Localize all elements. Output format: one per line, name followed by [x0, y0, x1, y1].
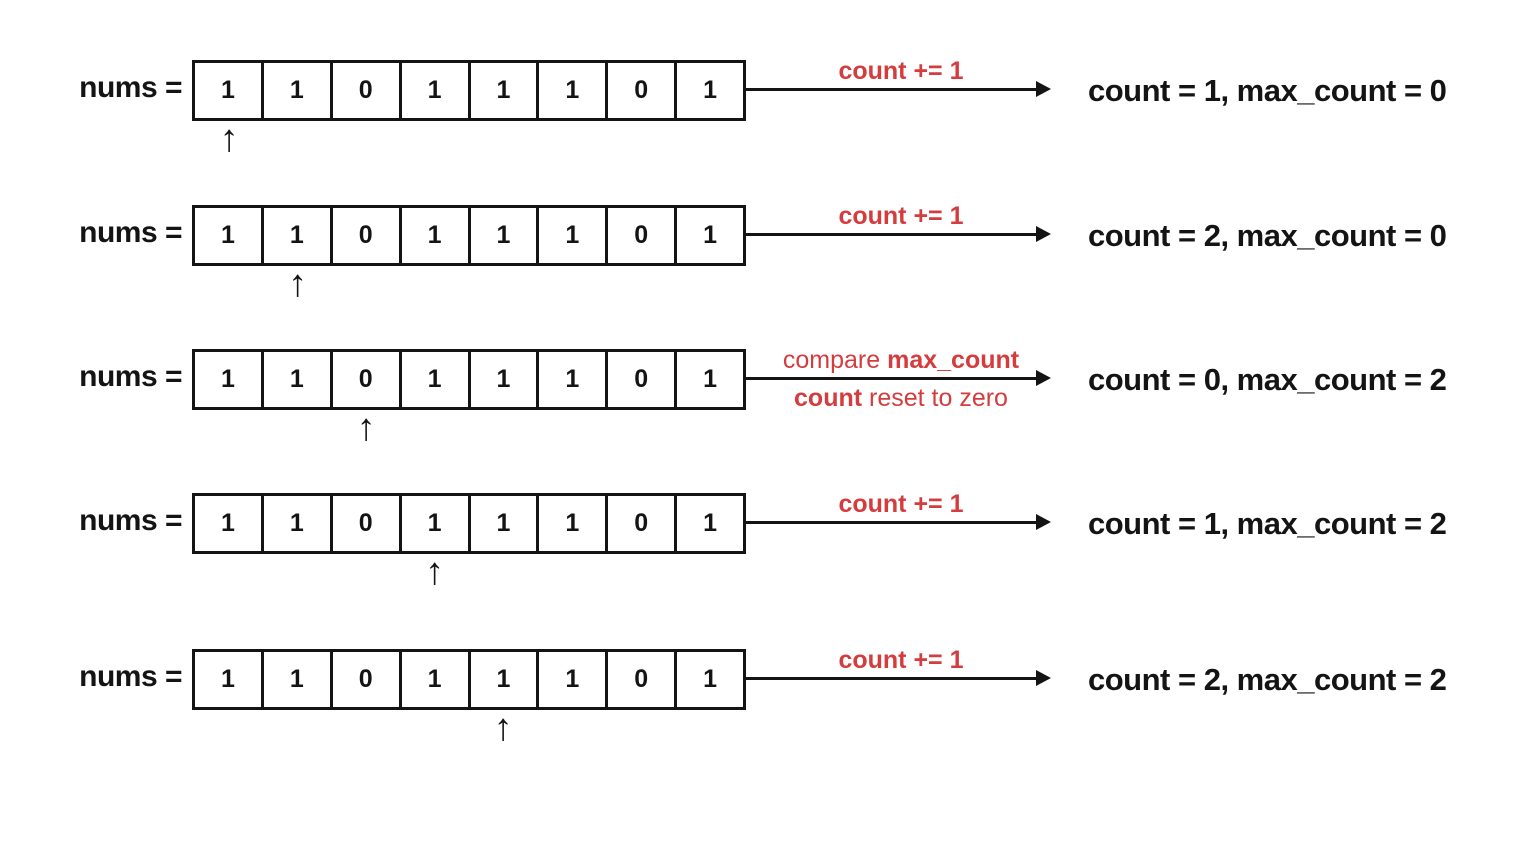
pointer-up-icon: ↑: [425, 551, 445, 593]
transition-arrow: count += 1: [746, 201, 1066, 266]
state-result: count = 1, max_count = 2: [1088, 506, 1447, 541]
array-cell: 1: [220, 665, 235, 693]
array-cell: 0: [329, 352, 399, 407]
arrow-head-icon: [1036, 226, 1051, 242]
pointer-up-icon: ↑: [288, 263, 308, 305]
array-cell: 1: [536, 208, 605, 263]
nums-label: nums =: [79, 660, 182, 693]
transition-arrow: count += 1: [746, 645, 1066, 710]
arrow-line: [746, 377, 1046, 380]
array-cell: 1: [398, 208, 468, 263]
array-cell: 0: [329, 63, 399, 118]
array-cell: 1: [536, 63, 605, 118]
array-cell: 0: [605, 208, 674, 263]
annotation-above: count += 1: [838, 645, 964, 674]
state-result: count = 2, max_count = 0: [1088, 218, 1447, 253]
nums-label: nums =: [79, 216, 182, 249]
array-cell: 1: [260, 352, 330, 407]
array-cell: 0: [605, 496, 674, 551]
array-cell: 0: [605, 63, 674, 118]
arrow-line: [746, 677, 1046, 680]
transition-arrow: count += 1: [746, 56, 1066, 121]
state-result: count = 0, max_count = 2: [1088, 362, 1447, 397]
transition-arrow: count += 1: [746, 489, 1066, 554]
pointer-up-icon: ↑: [493, 707, 513, 749]
array-cell: 1: [467, 352, 537, 407]
array-cell: 0: [329, 496, 399, 551]
array-cell: 1: [220, 509, 235, 537]
array-cell: 1: [674, 63, 743, 118]
array-cell: 1: [467, 496, 537, 551]
array-cell: 1: [674, 208, 743, 263]
array-cell: 1: [536, 652, 605, 707]
transition-arrow: compare max_count count reset to zero: [746, 345, 1066, 412]
array-cell: 0: [329, 208, 399, 263]
array-cell: 1: [674, 496, 743, 551]
pointer-up-icon: ↑: [219, 118, 239, 160]
annotation-above: count += 1: [838, 201, 964, 230]
array-cell: 1: [398, 652, 468, 707]
arrow-head-icon: [1036, 514, 1051, 530]
array-cell: 0: [605, 352, 674, 407]
array-cell: 0: [329, 652, 399, 707]
pointer-up-icon: ↑: [356, 407, 376, 449]
array-cell: 1: [260, 652, 330, 707]
annotation-above: count += 1: [838, 489, 964, 518]
array-cell: 1: [674, 352, 743, 407]
array-cell: 1: [536, 352, 605, 407]
array-cell: 1: [220, 221, 235, 249]
array-cell: 1: [536, 496, 605, 551]
arrow-line: [746, 233, 1046, 236]
array-cell: 1: [398, 63, 468, 118]
array-cell: 1: [467, 652, 537, 707]
nums-label: nums =: [79, 360, 182, 393]
arrow-line: [746, 88, 1046, 91]
state-result: count = 2, max_count = 2: [1088, 662, 1447, 697]
annotation-above: count += 1: [838, 56, 964, 85]
array-cell: 1: [398, 496, 468, 551]
array-cell: 1: [467, 63, 537, 118]
arrow-head-icon: [1036, 670, 1051, 686]
array-cell: 1: [260, 208, 330, 263]
array-cell: 1: [398, 352, 468, 407]
arrow-head-icon: [1036, 81, 1051, 97]
array-cell: 0: [605, 652, 674, 707]
annotation-below: count reset to zero: [794, 384, 1008, 412]
array-cell: 1: [467, 208, 537, 263]
array-cell: 1: [260, 63, 330, 118]
state-result: count = 1, max_count = 0: [1088, 73, 1447, 108]
nums-label: nums =: [79, 71, 182, 104]
array-cell: 1: [220, 76, 235, 104]
arrow-head-icon: [1036, 370, 1051, 386]
nums-label: nums =: [79, 504, 182, 537]
array-cell: 1: [674, 652, 743, 707]
annotation-above: compare max_count: [782, 345, 1020, 374]
array-cell: 1: [220, 365, 235, 393]
arrow-line: [746, 521, 1046, 524]
array-cell: 1: [260, 496, 330, 551]
